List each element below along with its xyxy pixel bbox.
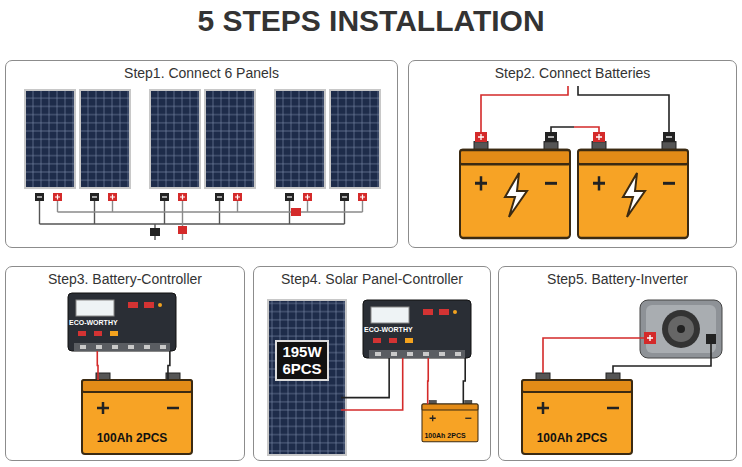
charge-controller: [68, 293, 176, 351]
positive-terminal: [475, 132, 487, 142]
step-heading: Step5. Battery-Inverter: [499, 271, 736, 287]
charge-controller-label: ECO-WORTHY: [364, 326, 468, 334]
battery: [82, 373, 192, 454]
branch-connector: [150, 228, 160, 236]
minus-sign: [666, 136, 672, 137]
charge-controller: ECO-WORTHY: [61, 293, 173, 351]
step-panel: Step5. Battery-Inverter 100Ah 2PCS: [498, 266, 737, 461]
step-heading: Step1. Connect 6 Panels: [6, 65, 397, 81]
wire: [96, 351, 98, 380]
branch-connector: [291, 208, 301, 216]
wire: [341, 358, 403, 410]
solar-panels: [25, 90, 380, 201]
step-panel: Step2. Connect Batteries: [408, 60, 737, 248]
step-heading: Step3. Battery-Controller: [6, 271, 244, 287]
plus-sign: [478, 134, 484, 140]
page-title: 5 STEPS INSTALLATION: [0, 4, 742, 38]
solar-panel: [268, 300, 346, 455]
negative-wiring: [40, 201, 345, 240]
charge-controller-label: ECO-WORTHY: [69, 319, 173, 327]
wire: [427, 358, 429, 404]
wire: [168, 351, 170, 380]
battery-pair: [460, 142, 688, 238]
black-wire: [578, 86, 669, 142]
battery: [422, 400, 478, 441]
minus-sign: [548, 136, 554, 137]
black-wire: [613, 344, 711, 373]
battery: 100Ah 2PCS: [417, 404, 473, 442]
positive-wiring: [58, 201, 363, 240]
red-wire: [543, 338, 644, 373]
wire: [341, 358, 389, 398]
battery-label: 100Ah 2PCS: [97, 431, 168, 445]
step-panel: Step1. Connect 6 Panels: [5, 60, 398, 248]
battery: 100Ah 2PCS: [517, 380, 627, 454]
solar-panel: 195W 6PCS: [263, 300, 341, 455]
charge-controller: ECO-WORTHY: [356, 300, 468, 358]
step-panel: Step4. Solar Panel-Controller 195W 6PCS EC…: [253, 266, 491, 461]
step-heading: Step4. Solar Panel-Controller: [254, 271, 490, 287]
positive-terminal: [593, 132, 605, 142]
step-heading: Step2. Connect Batteries: [409, 65, 736, 81]
negative-terminal: [545, 132, 557, 142]
battery: 100Ah 2PCS: [77, 380, 187, 454]
battery: [522, 373, 632, 454]
battery-label: 100Ah 2PCS: [537, 431, 608, 445]
step-panel: Step3. Battery-ControllerECO-WORTHY 100Ah…: [5, 266, 245, 461]
negative-terminal: [663, 132, 675, 142]
red-wire: [481, 86, 568, 142]
wire: [463, 358, 465, 404]
inverter: [640, 300, 722, 358]
charge-controller: [363, 300, 471, 358]
branch-connector: [178, 226, 187, 234]
plus-sign: [596, 134, 602, 140]
solar-panel-label: 195W 6PCS: [275, 340, 328, 381]
battery-label: 100Ah 2PCS: [424, 432, 465, 439]
